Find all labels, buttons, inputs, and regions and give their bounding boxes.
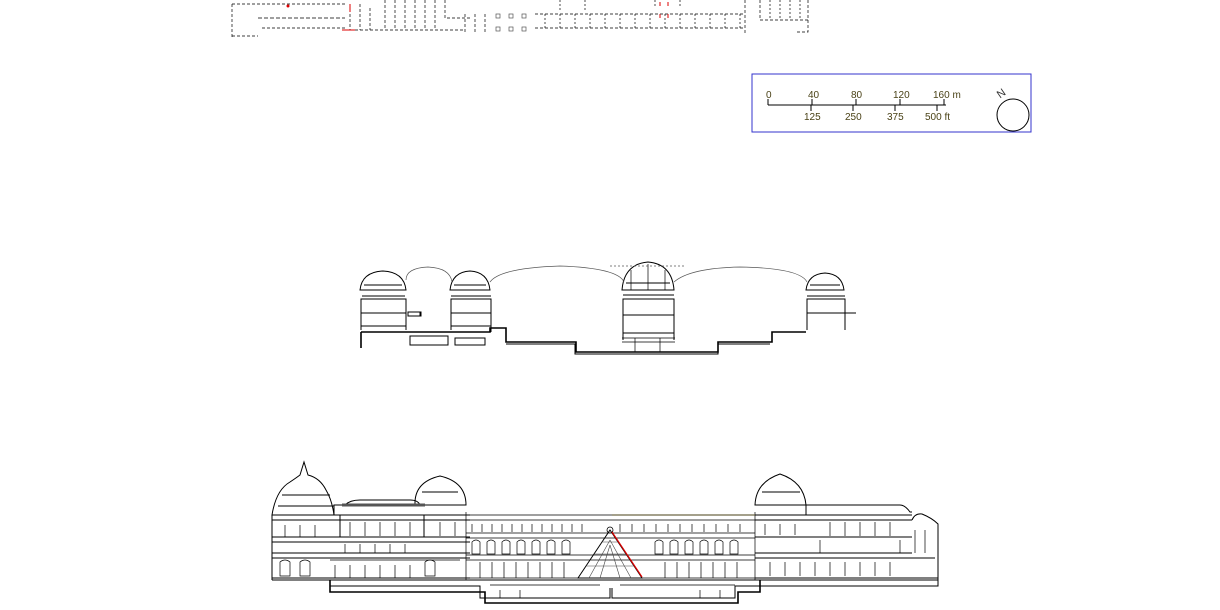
north-compass-icon bbox=[996, 98, 1030, 132]
scale-label-ft-125: 125 bbox=[804, 112, 821, 123]
scale-label-ft-250: 250 bbox=[845, 112, 862, 123]
scale-legend: 0 40 80 120 160 m 125 250 375 500 ft N bbox=[751, 73, 1032, 133]
pyramid-elevation-section bbox=[271, 460, 939, 604]
east-wing bbox=[754, 473, 939, 580]
scale-label-m-160: 160 m bbox=[933, 90, 961, 101]
foundation bbox=[272, 579, 939, 604]
pavilion-west-2 bbox=[449, 270, 492, 332]
floor-plan-strip bbox=[231, 0, 809, 38]
scale-legend-frame bbox=[751, 73, 1032, 133]
scale-label-m-0: 0 bbox=[766, 90, 772, 101]
pyramid bbox=[577, 526, 643, 579]
pavilion-center bbox=[621, 261, 675, 340]
scale-label-m-120: 120 bbox=[893, 90, 910, 101]
scale-label-ft-375: 375 bbox=[887, 112, 904, 123]
floor-plan-section-markers bbox=[286, 2, 669, 31]
scale-label-m-40: 40 bbox=[808, 90, 820, 101]
west-wing bbox=[271, 460, 470, 580]
vault-arcs bbox=[405, 265, 808, 283]
section-cut-line bbox=[611, 531, 643, 578]
pavilion-east bbox=[805, 272, 856, 330]
court-facade bbox=[465, 512, 756, 580]
cross-section-domes bbox=[359, 261, 856, 355]
pavilion-west bbox=[359, 270, 421, 330]
scale-label-ft-500: 500 ft bbox=[925, 112, 950, 123]
scale-label-m-80: 80 bbox=[851, 90, 863, 101]
scale-bar-ticks bbox=[767, 99, 945, 111]
